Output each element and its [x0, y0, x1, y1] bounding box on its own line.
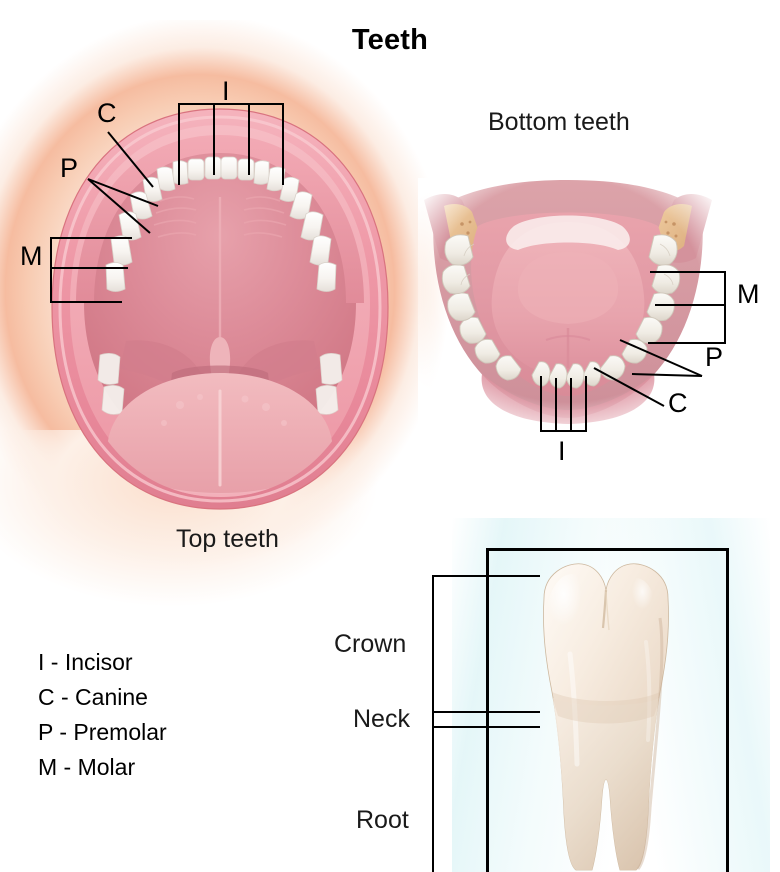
tooth-neck-leader-top: [432, 711, 540, 713]
bottom-incisor-leader-3: [570, 378, 572, 432]
tooth-label-neck: Neck: [353, 705, 410, 733]
legend-item-incisor: I - Incisor: [38, 649, 133, 675]
top-incisor-leader-4: [282, 103, 284, 185]
bottom-molar-leader-1: [650, 271, 726, 273]
bottom-canine-leader: [593, 367, 665, 407]
legend: I - Incisor C - Canine P - Premolar M - …: [38, 645, 167, 785]
bottom-molar-leader-2: [655, 304, 726, 306]
bottom-label-canine: C: [668, 388, 688, 418]
tooth-illustration: [500, 558, 712, 872]
tooth-label-crown: Crown: [334, 630, 407, 658]
top-incisor-leader-3: [248, 103, 250, 175]
caption-top-teeth: Top teeth: [176, 525, 279, 553]
legend-item-canine: C - Canine: [38, 684, 148, 710]
top-molar-leader-3: [50, 301, 122, 303]
tooth-frame-left: [486, 548, 489, 872]
legend-item-premolar: P - Premolar: [38, 719, 167, 745]
top-label-premolar: P: [60, 153, 79, 183]
tooth-crown-leader: [432, 575, 540, 577]
bottom-incisor-leader-4: [585, 376, 587, 432]
tooth-neck-leader-bottom: [432, 726, 540, 728]
top-canine-leader: [107, 131, 154, 188]
bottom-incisor-bracket-bar: [540, 430, 586, 432]
top-premolar-leaders: [87, 178, 159, 234]
bottom-label-incisor: I: [558, 436, 566, 466]
top-molar-leader-1: [50, 237, 132, 239]
top-label-incisor: I: [222, 76, 230, 106]
top-incisor-leader-2: [213, 103, 215, 175]
tooth-label-bracket-spine: [432, 575, 434, 872]
tooth-frame-top: [486, 548, 728, 551]
caption-bottom-teeth: Bottom teeth: [488, 108, 630, 136]
top-molar-bracket-spine: [50, 237, 52, 303]
top-label-canine: C: [97, 98, 117, 128]
top-molar-leader-2: [50, 267, 128, 269]
page-title: Teeth: [351, 24, 429, 56]
bottom-molar-leader-3: [648, 342, 726, 344]
top-label-molar: M: [20, 241, 43, 271]
bottom-label-molar: M: [737, 279, 760, 309]
top-teeth-illustration: [40, 105, 400, 510]
legend-item-molar: M - Molar: [38, 754, 136, 780]
bottom-incisor-leader-1: [540, 376, 542, 432]
bottom-label-premolar: P: [705, 342, 724, 372]
tooth-frame-right: [726, 548, 729, 872]
tooth-label-root: Root: [356, 806, 409, 834]
top-incisor-leader-1: [178, 103, 180, 185]
bottom-premolar-leaders: [619, 339, 703, 377]
bottom-teeth-illustration: [418, 178, 718, 428]
top-incisor-bracket-bar: [178, 103, 284, 105]
bottom-molar-bracket-spine: [724, 271, 726, 343]
bottom-incisor-leader-2: [555, 378, 557, 432]
